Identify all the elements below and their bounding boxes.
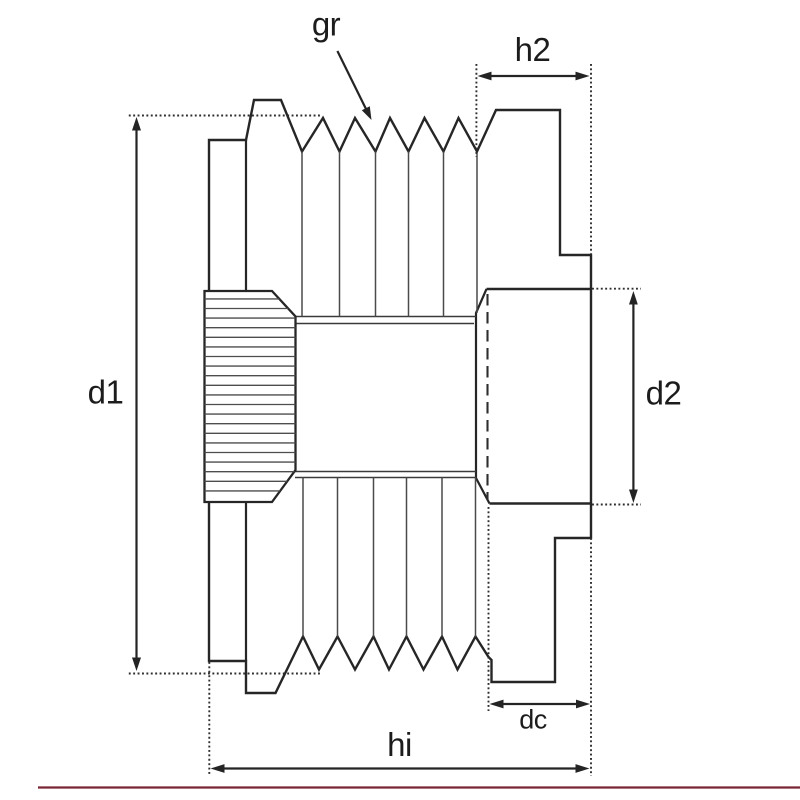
svg-text:gr: gr <box>312 6 341 43</box>
svg-text:hi: hi <box>387 726 412 763</box>
svg-text:d2: d2 <box>646 375 682 412</box>
svg-text:dc: dc <box>519 705 547 735</box>
svg-text:h2: h2 <box>515 31 551 68</box>
svg-text:d1: d1 <box>88 374 124 411</box>
